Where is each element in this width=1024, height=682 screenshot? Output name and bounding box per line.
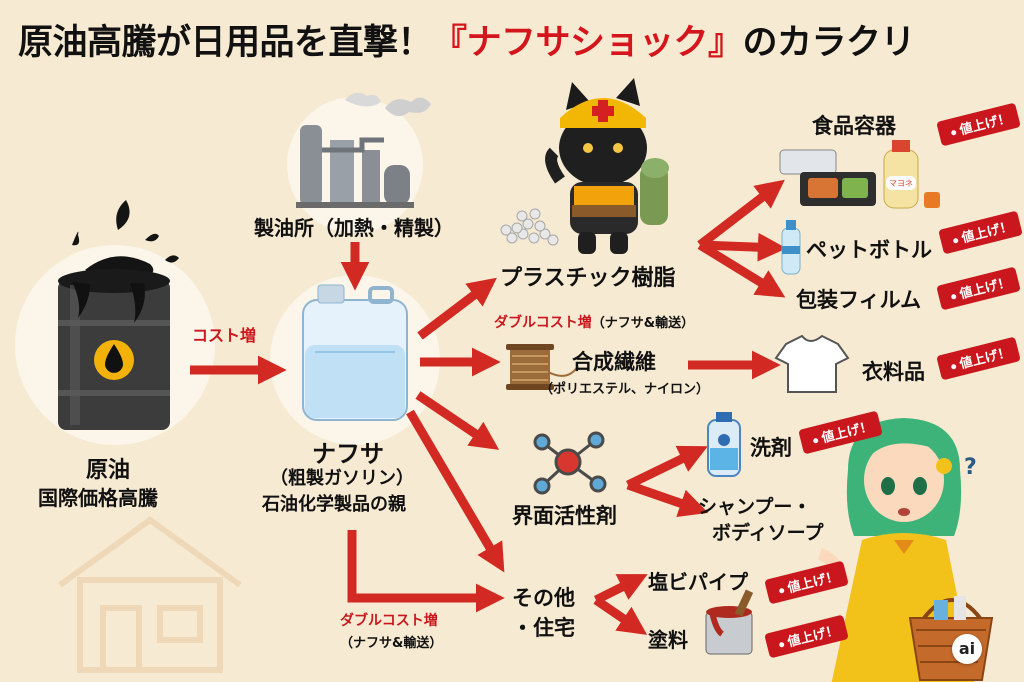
- mayo-bottle-icon: マヨネ: [883, 140, 940, 209]
- flow-arrows: [190, 179, 787, 635]
- detergent-bottle-icon: [707, 412, 741, 477]
- oil-barrel-icon: [58, 269, 170, 430]
- tshirt-icon: [774, 334, 850, 393]
- naphtha-paren: （粗製ガソリン）: [270, 468, 414, 489]
- refinery-label: 製油所（加熱・精製）: [254, 216, 454, 240]
- product-pvc-pipe: 塩ビパイプ: [648, 570, 748, 594]
- crude-oil-label: 原油: [86, 458, 131, 483]
- title-highlight: 『ナフサショック』: [432, 23, 743, 63]
- svg-text:?: ?: [964, 455, 977, 480]
- other-double-cost: ダブルコスト増: [340, 613, 438, 629]
- molecule-icon: [533, 431, 607, 495]
- product-shampoo-line1: シャンプー・: [698, 496, 812, 518]
- plastic-resin-label: プラスチック樹脂: [500, 266, 676, 291]
- plastic-double-cost: ダブルコスト増（ナフサ&輸送）: [494, 312, 694, 332]
- page-title: 原油高騰が日用品を直撃！『ナフサショック』のカラクリ: [18, 14, 1008, 65]
- synthetic-fiber-sub: （ポリエステル、ナイロン）: [540, 382, 710, 397]
- product-food-container: 食品容器: [812, 114, 896, 138]
- cat-worker-icon: [545, 78, 669, 254]
- plastic-pellets-icon: [500, 208, 559, 246]
- other-label-line2: ・住宅: [512, 616, 575, 640]
- shopping-basket-icon: [908, 596, 994, 681]
- cost-up-label: コスト増: [192, 326, 257, 345]
- naphtha-tank-icon: [302, 284, 408, 421]
- other-double-paren: （ナフサ&輸送）: [340, 636, 443, 651]
- double-cost-label: ダブルコスト増: [494, 315, 592, 331]
- yarn-spool-icon: [506, 344, 579, 390]
- refinery-icon: [296, 92, 431, 208]
- product-clothing: 衣料品: [862, 360, 925, 384]
- product-packaging-film: 包装フィルム: [796, 288, 922, 312]
- product-detergent: 洗剤: [750, 436, 792, 460]
- paint-can-icon: [705, 589, 754, 655]
- other-label-line1: その他: [512, 586, 575, 610]
- pet-bottle-icon: [781, 220, 801, 275]
- double-cost-paren: （ナフサ&輸送）: [591, 316, 695, 331]
- title-prefix: 原油高騰が日用品を直撃！: [18, 23, 433, 63]
- svg-text:マヨネ: マヨネ: [889, 179, 913, 188]
- product-pet-bottle: ペットボトル: [806, 238, 932, 262]
- naphtha-label: ナフサ: [312, 440, 384, 468]
- food-tray-icon: [779, 149, 876, 206]
- naphtha-note: 石油化学製品の親: [262, 494, 406, 515]
- surfactant-label: 界面活性剤: [512, 504, 617, 528]
- product-paint: 塗料: [648, 628, 688, 652]
- ai-badge: ai: [952, 634, 982, 664]
- title-suffix: のカラクリ: [742, 23, 916, 63]
- crude-oil-note: 国際価格高騰: [38, 486, 158, 510]
- synthetic-fiber-label: 合成繊維: [572, 350, 656, 374]
- house-icon: [58, 516, 242, 673]
- product-shampoo-line2: ボディソープ: [712, 522, 824, 544]
